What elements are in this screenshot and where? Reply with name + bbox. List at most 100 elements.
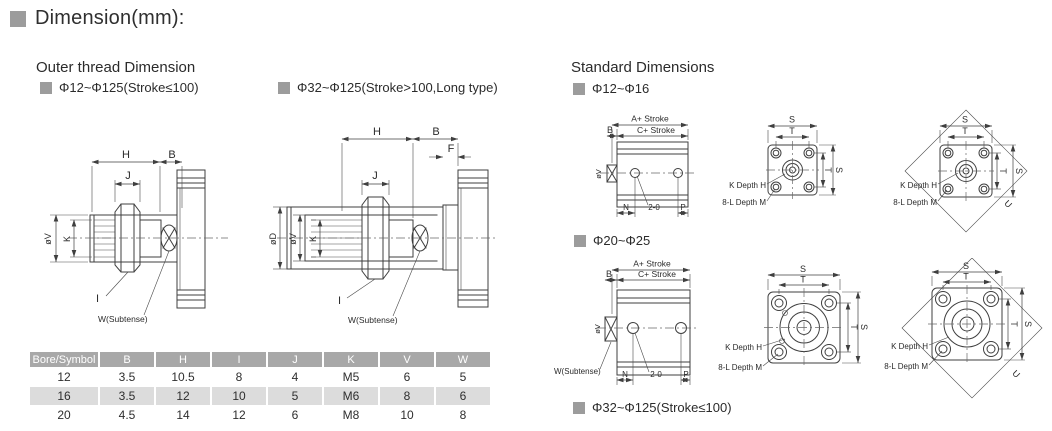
bullet-square [573, 401, 585, 414]
leader-label-l-depth: 8-L Depth M [893, 198, 937, 207]
cylinder-body-edge [457, 169, 489, 308]
cell: 20 [57, 408, 71, 422]
cell: M8 [342, 408, 360, 422]
dimensions: H B F J øD øV K I W(Subtense) [268, 126, 471, 325]
dim-label-k: K [308, 236, 318, 242]
cell: 10.5 [171, 370, 195, 384]
table-row: 16 3.5 12 10 5 M6 8 6 [30, 387, 490, 405]
dim-label-ov: øV [594, 169, 603, 179]
port-label: 2-0 [650, 370, 662, 379]
dimensions: H B J øV K I W(Subtense) [43, 149, 183, 324]
fig-long-label-row: Φ32~Φ125(Stroke>100,Long type) [278, 80, 498, 95]
dim-label-b: B [606, 269, 612, 279]
dim-label-a-stroke: A+ Stroke [633, 259, 671, 269]
fig-long-label: Φ32~Φ125(Stroke>100,Long type) [297, 80, 498, 95]
cell: 4 [291, 370, 299, 384]
dim-label-n: N [623, 203, 629, 212]
fig-short-label: Φ12~Φ125(Stroke≤100) [59, 80, 199, 95]
leader-label-w: W(Subtense) [348, 315, 398, 325]
cell: 3.5 [118, 370, 136, 384]
col-header: B [100, 352, 154, 367]
cell: 8 [459, 408, 467, 422]
cylinder-body-edge [176, 169, 206, 309]
dim-label-s: S [962, 115, 968, 125]
dim-label-s-side: S [1014, 168, 1024, 174]
leader-label-k-depth: K Depth H [891, 342, 928, 351]
dim-label-t: T [800, 275, 806, 285]
group3-label-row: Φ32~Φ125(Stroke≤100) [573, 400, 732, 415]
bullet-square [573, 82, 585, 95]
bullet-square [574, 234, 586, 247]
dimension-table: Bore/Symbol B H I J K V W 12 3.5 10.5 8 … [28, 351, 492, 425]
dim-label-p: P [683, 370, 688, 379]
rotated-mount-view: S T T S U K Depth H 8-L Depth M [884, 258, 1043, 399]
leader-label-l-depth: 8-L Depth M [884, 362, 928, 371]
dim-label-b: B [432, 126, 439, 138]
cell: 12 [156, 387, 210, 405]
dim-label-j: J [125, 170, 131, 182]
table-header-row: Bore/Symbol B H I J K V W [30, 352, 490, 367]
side-view: A+ Stroke C+ Stroke B øV N 2-0 P [594, 114, 694, 217]
rotated-mount-view: S T T S U K Depth H 8-L Depth M [893, 109, 1028, 233]
cell: 4.5 [118, 408, 136, 422]
cell: 16 [30, 387, 98, 405]
dim-label-b: B [168, 149, 175, 161]
front-view: S T T S K Depth H 8-L Depth M [722, 115, 844, 208]
page-title: Dimension(mm): [35, 7, 185, 29]
leader-label-l-depth: 8-L Depth M [718, 363, 762, 372]
dim-label-ov: øV [43, 233, 53, 245]
dim-label-b: B [607, 125, 613, 135]
col-header: Bore/Symbol [30, 352, 98, 367]
dim-label-u: U [1010, 368, 1022, 380]
table-row: 12 3.5 10.5 8 4 M5 6 5 [30, 368, 490, 386]
dim-label-s-side: S [1023, 321, 1033, 327]
col-header: H [156, 352, 210, 367]
outer-thread-short-drawing: H B J øV K I W(Subtense) [43, 149, 228, 324]
bullet-square [40, 81, 52, 94]
col-header: J [268, 352, 322, 367]
col-header: K [324, 352, 378, 367]
leader-label-i: I [338, 295, 341, 307]
dim-label-c-stroke: C+ Stroke [637, 125, 675, 135]
cell: M5 [342, 370, 360, 384]
group2-label: Φ20~Φ25 [593, 233, 651, 248]
leader-label-w: W(Subtense) [554, 367, 601, 376]
dim-label-t-side: T [849, 324, 859, 330]
standard-dim-row1-drawing: A+ Stroke C+ Stroke B øV N 2-0 P [594, 109, 1028, 233]
dim-label-h: H [373, 126, 381, 138]
col-header: I [212, 352, 266, 367]
dim-label-ov: øV [593, 324, 602, 334]
cell: M6 [324, 387, 378, 405]
dim-label-n: N [622, 370, 628, 379]
cell: 8 [380, 387, 434, 405]
dim-label-t-side: T [1009, 321, 1019, 327]
dim-label-c-stroke: C+ Stroke [638, 269, 676, 279]
dim-label-a-stroke: A+ Stroke [631, 114, 669, 124]
cell: 3.5 [100, 387, 154, 405]
dim-label-t: T [789, 126, 795, 136]
dim-label-u: U [1002, 198, 1014, 210]
dim-label-s: S [789, 115, 795, 125]
flange-plate [442, 204, 459, 271]
group1-label-row: Φ12~Φ16 [573, 81, 649, 96]
dim-label-t-side: T [998, 168, 1008, 174]
outer-thread-heading: Outer thread Dimension [36, 59, 196, 76]
bullet-square [278, 81, 290, 94]
leader-label-w: W(Subtense) [98, 314, 148, 324]
dim-label-t: T [962, 126, 968, 136]
cell: 12 [232, 408, 246, 422]
title-bullet-square [10, 10, 26, 27]
fig-short-label-row: Φ12~Φ125(Stroke≤100) [40, 80, 199, 95]
dim-label-k: K [62, 236, 72, 242]
leader-label-l-depth: 8-L Depth M [722, 198, 766, 207]
port-label: 2-0 [648, 203, 660, 212]
cell: 14 [176, 408, 190, 422]
rod-end-assembly [286, 196, 444, 280]
leader-label-k-depth: K Depth H [900, 181, 937, 190]
cell: 12 [57, 370, 71, 384]
dim-label-f: F [448, 143, 455, 155]
cell: 5 [459, 370, 467, 384]
dim-label-t-side: T [823, 167, 833, 173]
dim-label-j: J [372, 170, 378, 182]
